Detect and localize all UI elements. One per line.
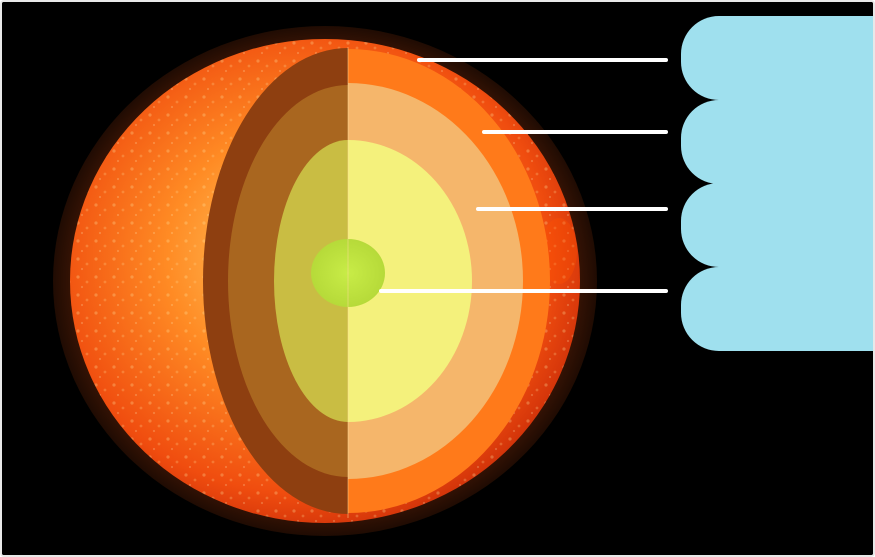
- right-cutaway-face: [348, 49, 550, 513]
- inner-middle-layer: [348, 140, 472, 422]
- left-cutaway-face: [203, 48, 348, 514]
- leader-lines: [379, 58, 668, 293]
- sun-cross-section: [53, 26, 597, 536]
- left-cutaway-inner-layer: [274, 140, 348, 422]
- layer-label-box-1: [681, 16, 873, 100]
- layer-label-box-2: [681, 100, 873, 184]
- layer-label-box-4: [681, 267, 873, 351]
- solar-prominence: [541, 218, 577, 284]
- core-layer: [311, 239, 385, 307]
- layer-label-box-3: [681, 183, 873, 267]
